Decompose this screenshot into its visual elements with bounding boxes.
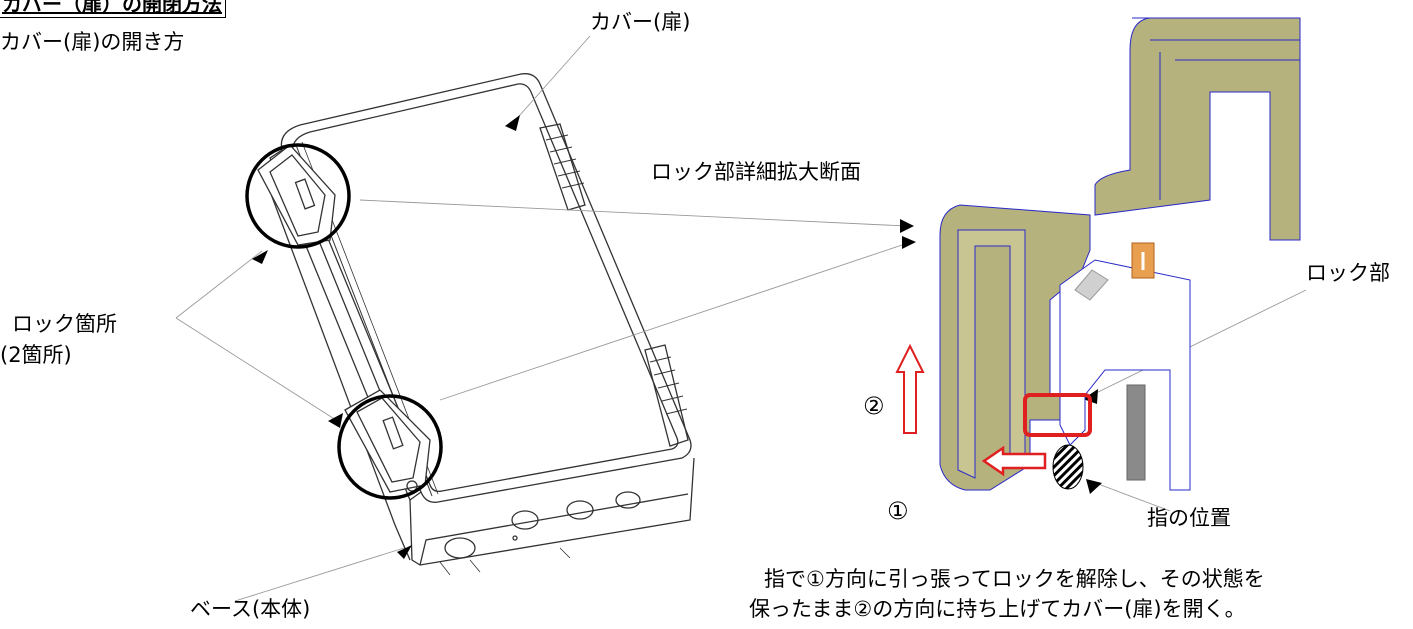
section-heading: カバー（扉）の開閉方法 <box>0 0 226 18</box>
detail-section-label: ロック部詳細拡大断面 <box>651 160 861 184</box>
finger-position-label: 指の位置 <box>1147 506 1231 530</box>
lock-cross-section <box>939 17 1301 491</box>
finger-marker <box>1052 444 1084 490</box>
lock-circle-bottom <box>337 394 443 500</box>
enclosure-body <box>257 73 695 576</box>
lock-circle-top <box>245 143 351 249</box>
step1-marker: ① <box>887 497 909 525</box>
lock-points-count: (2箇所) <box>0 343 72 367</box>
instruction-line2: 保ったまま②の方向に持ち上げてカバー(扉)を開く。 <box>749 597 1246 621</box>
base-label: ベース(本体) <box>190 597 311 621</box>
arrow-step1 <box>981 445 1047 477</box>
lock-part-label: ロック部 <box>1306 261 1390 285</box>
instruction-line1: 指で①方向に引っ張ってロックを解除し、その状態を <box>764 567 1265 591</box>
lock-points-label: ロック箇所 <box>12 312 117 336</box>
step2-marker: ② <box>863 392 885 420</box>
arrow-step2 <box>895 343 925 434</box>
subheading: カバー(扉)の開き方 <box>0 30 185 54</box>
lock-highlight-box <box>1023 393 1092 437</box>
cover-label: カバー(扉) <box>590 10 691 34</box>
